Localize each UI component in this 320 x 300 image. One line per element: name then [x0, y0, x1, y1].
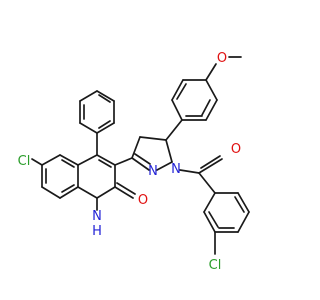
- bond: [96, 122, 115, 134]
- bond: [156, 161, 173, 171]
- hydrogen-atom-nh: H: [92, 224, 102, 239]
- bond: [205, 63, 217, 81]
- bond: [205, 79, 218, 101]
- bond: [61, 159, 75, 168]
- bond: [201, 99, 211, 116]
- oxygen-atom-carbonyl: O: [231, 142, 241, 157]
- bond: [208, 211, 219, 228]
- bond: [59, 186, 79, 199]
- oxygen-atom-methoxy: O: [217, 51, 227, 66]
- bond: [200, 155, 221, 169]
- bond: [237, 192, 250, 213]
- bond: [114, 157, 133, 166]
- bond: [98, 94, 111, 103]
- bond: [96, 186, 116, 199]
- bond: [237, 211, 250, 233]
- bond: [179, 169, 200, 174]
- bonds: [31, 56, 250, 255]
- bond: [96, 154, 116, 166]
- bond: [31, 158, 43, 166]
- nitrogen-atom-nh: N: [92, 209, 102, 224]
- bond: [41, 154, 61, 166]
- bond: [198, 172, 216, 194]
- nitrogen-atom-acyl: N: [171, 162, 181, 177]
- nitrogen-atom-ring: N: [148, 164, 158, 179]
- bond: [79, 122, 98, 134]
- bond: [41, 186, 61, 199]
- bond: [79, 90, 98, 102]
- bond: [61, 184, 75, 193]
- bond: [171, 99, 183, 121]
- bond: [205, 99, 218, 121]
- bond: [203, 192, 216, 213]
- bond: [114, 186, 134, 199]
- chemical-structure-diagram: Cl N N O O N H O Cl: [18, 51, 250, 273]
- bond: [98, 120, 111, 129]
- bond: [203, 211, 216, 233]
- bond: [198, 158, 223, 174]
- bond: [77, 186, 98, 199]
- bond: [77, 154, 98, 166]
- bond: [234, 196, 245, 213]
- bond: [116, 182, 136, 195]
- bond: [139, 136, 167, 141]
- bond: [59, 154, 79, 166]
- oxygen-atom-quinolone: O: [138, 193, 148, 208]
- bond: [131, 157, 150, 171]
- atom-labels: Cl N N O O N H O Cl: [18, 51, 241, 273]
- bond: [98, 159, 112, 168]
- bond: [131, 136, 141, 159]
- bond: [96, 90, 115, 102]
- bond: [134, 153, 151, 165]
- chlorine-atom-left: Cl: [18, 154, 31, 169]
- bond: [165, 139, 173, 163]
- bond: [176, 83, 187, 100]
- bond: [171, 79, 184, 101]
- bond: [165, 119, 183, 141]
- chlorine-atom-right: Cl: [209, 258, 222, 273]
